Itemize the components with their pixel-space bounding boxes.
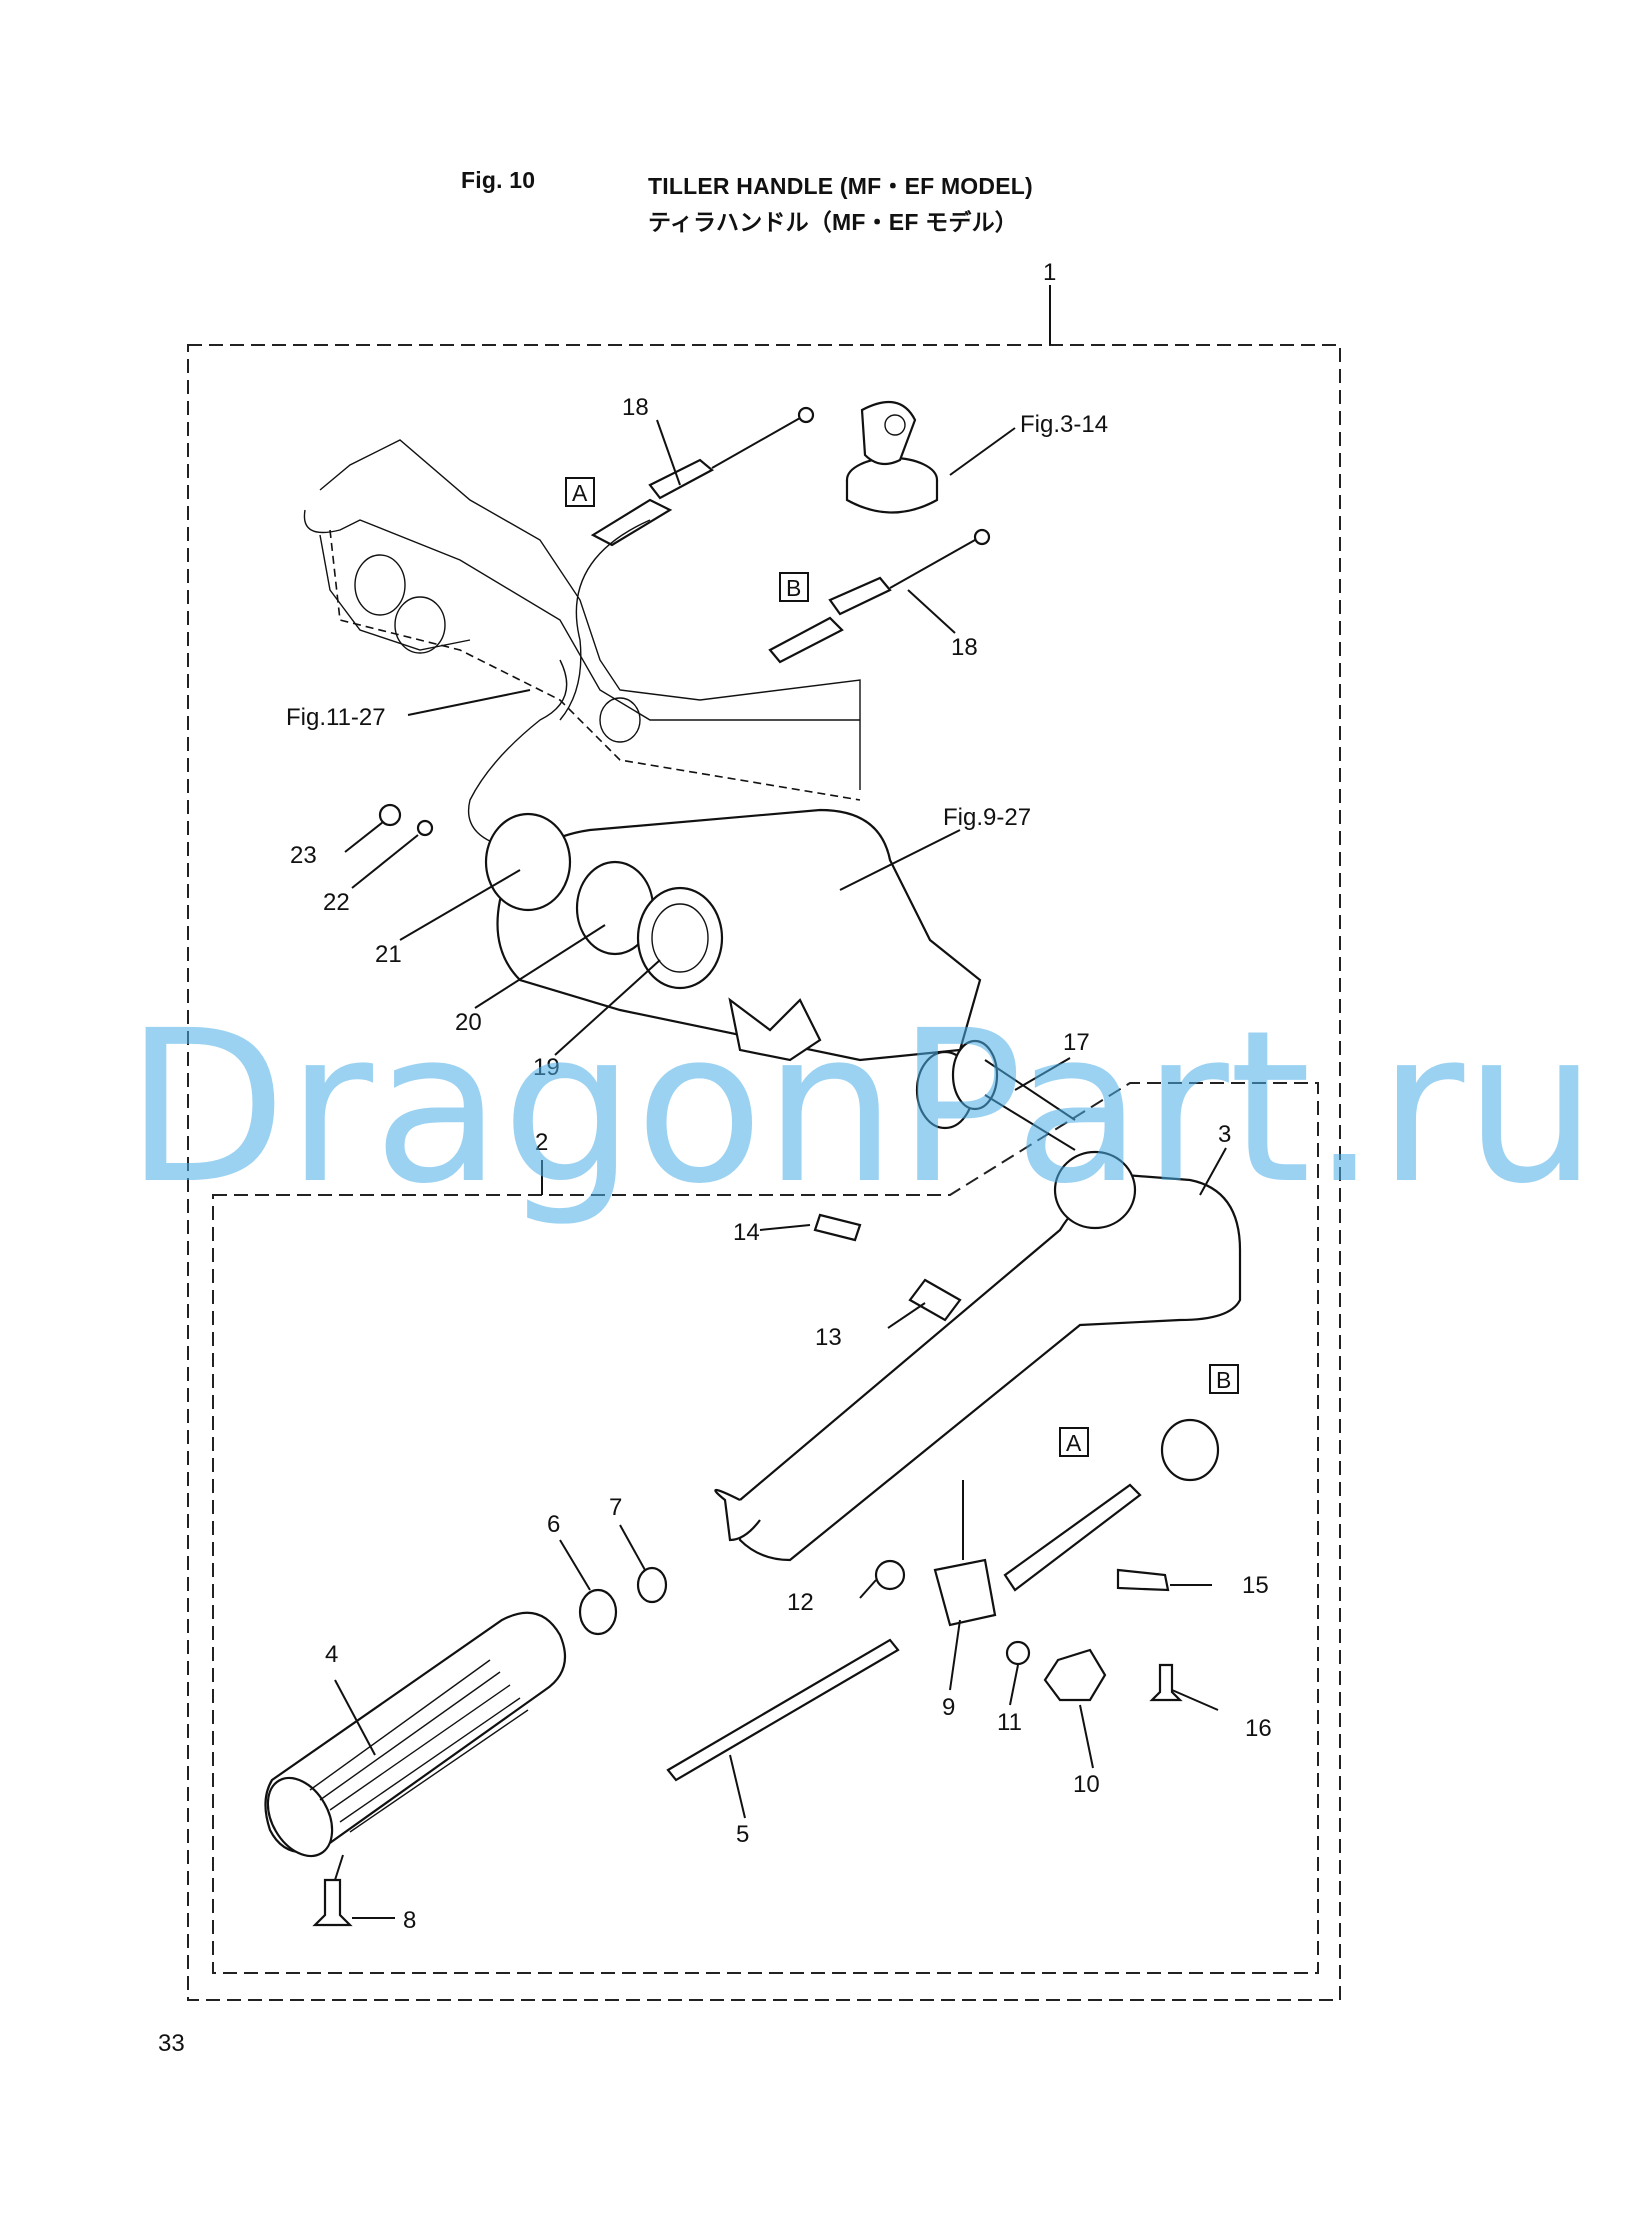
callout-11: 11 — [997, 1709, 1022, 1736]
connection-box-a-bottom — [1059, 1427, 1089, 1457]
callout-4: 4 — [325, 1641, 338, 1668]
screw-16 — [1149, 1663, 1183, 1702]
figure-title-en: TILLER HANDLE (MF・EF MODEL) — [648, 173, 1033, 199]
callout-3: 3 — [1218, 1121, 1231, 1148]
ref-fig-11-27: Fig.11-27 — [286, 704, 386, 731]
connection-box-a-top — [565, 477, 595, 507]
callout-18-bottom: 18 — [951, 634, 978, 661]
throttle-grip — [264, 1611, 567, 1858]
figure-title-jp: ティラハンドル（MF・EF モデル） — [648, 209, 1018, 235]
assembly-number-2: 2 — [535, 1129, 548, 1156]
callout-17: 17 — [1063, 1029, 1090, 1056]
screw-8 — [312, 1878, 353, 1927]
throttle-cable-b — [768, 528, 991, 664]
bushing-6 — [578, 1588, 618, 1636]
bushing-7 — [636, 1566, 668, 1604]
watermark: DragonPart.ru — [125, 985, 1597, 1230]
callout-12: 12 — [787, 1589, 814, 1616]
connection-box-b-bottom — [1209, 1364, 1239, 1394]
bolt-14 — [813, 1213, 862, 1242]
washer-11 — [1005, 1640, 1031, 1666]
connection-label-a-top: A — [572, 480, 588, 506]
callout-23: 23 — [290, 842, 317, 869]
throttle-drum — [845, 400, 939, 514]
ref-fig-3-14: Fig.3-14 — [1020, 411, 1108, 438]
figure-label: Fig. 10 — [461, 167, 536, 193]
assembly-2-boundary — [212, 1082, 1319, 1974]
washer-22 — [416, 819, 434, 837]
clip-15 — [1116, 1568, 1170, 1592]
leader-lines — [334, 419, 1227, 1919]
callout-9: 9 — [942, 1694, 955, 1721]
tiller-bracket-housing — [484, 808, 982, 1062]
stop-cable — [1003, 1483, 1142, 1592]
callout-13: 13 — [815, 1324, 842, 1351]
tiller-arm — [714, 1150, 1242, 1562]
callout-5: 5 — [736, 1821, 749, 1848]
callout-10: 10 — [1073, 1771, 1100, 1798]
callout-15: 15 — [1242, 1572, 1269, 1599]
callout-19: 19 — [533, 1054, 560, 1081]
connection-box-b-top — [779, 572, 809, 602]
callout-16: 16 — [1245, 1715, 1272, 1742]
friction-block-9 — [933, 1558, 997, 1627]
nut-12 — [874, 1559, 906, 1591]
callout-7: 7 — [609, 1494, 622, 1521]
ref-fig-9-27: Fig.9-27 — [943, 804, 1031, 831]
callout-6: 6 — [547, 1511, 560, 1538]
nut-23 — [378, 803, 402, 827]
page-number: 33 — [158, 2030, 185, 2057]
assembly-1-boundary — [187, 344, 1341, 2001]
bottom-cowl-sketch — [303, 439, 861, 851]
callout-22: 22 — [323, 889, 350, 916]
assembly-number-1: 1 — [1043, 259, 1056, 286]
callout-18-top: 18 — [622, 394, 649, 421]
friction-knob-10 — [1043, 1648, 1107, 1702]
callout-14: 14 — [733, 1219, 760, 1246]
callout-20: 20 — [455, 1009, 482, 1036]
plate-13 — [908, 1278, 962, 1322]
callout-8: 8 — [403, 1907, 416, 1934]
throttle-cable-a — [559, 406, 815, 721]
connection-label-b-top: B — [786, 575, 801, 601]
connection-label-a-bottom: A — [1066, 1430, 1082, 1456]
throttle-shaft-5 — [666, 1638, 900, 1782]
collar-17 — [915, 1039, 1076, 1151]
stop-switch — [1160, 1418, 1220, 1482]
callout-21: 21 — [375, 941, 402, 968]
connection-label-b-bottom: B — [1216, 1367, 1231, 1393]
